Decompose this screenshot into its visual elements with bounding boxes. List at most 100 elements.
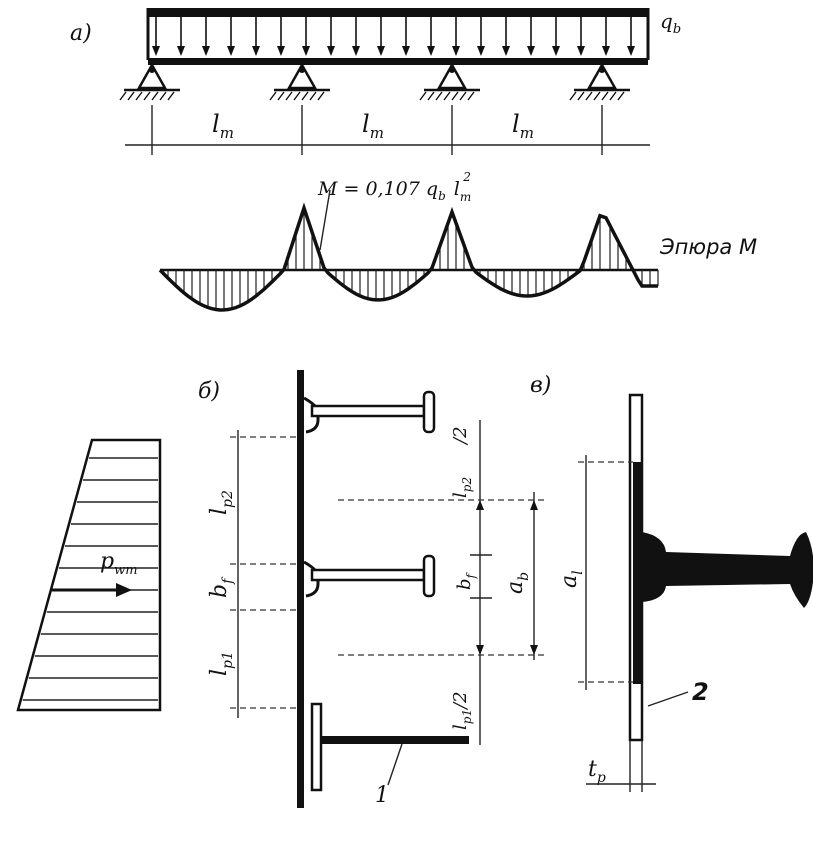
support-triangle: [286, 62, 318, 90]
load-arrow-head: [577, 46, 585, 56]
wind-load-trapezoid: [16, 438, 162, 712]
load-arrow-head: [452, 46, 460, 56]
span-label-2: lm: [362, 110, 384, 142]
span-dimensions: lm lm lm: [125, 105, 650, 155]
support-hatch: [601, 91, 609, 101]
panel-b: б) pwm: [16, 370, 545, 808]
wind-arrow-head: [116, 583, 132, 597]
load-label: qb: [660, 9, 681, 37]
support-hatch: [617, 91, 625, 101]
moment-leader: [319, 189, 331, 251]
support-pin: [299, 67, 305, 73]
support-hatch: [135, 91, 143, 101]
support-hatch: [427, 91, 435, 101]
load-arrow-head: [177, 46, 185, 56]
support-triangle: [136, 62, 168, 90]
support-hatch: [119, 91, 127, 101]
distributed-load: [146, 8, 650, 60]
support-hatch: [317, 91, 325, 101]
support-hatch: [285, 91, 293, 101]
support-hatch: [301, 91, 309, 101]
load-top-bar: [148, 8, 648, 17]
epure-title: Эпюра M: [659, 235, 757, 259]
dim-tp: tp: [588, 757, 606, 786]
support-hatch: [459, 91, 467, 101]
dim-ab: ab: [503, 572, 532, 594]
support-hatch: [127, 91, 135, 101]
support-hatch: [143, 91, 151, 101]
moment-curve: [158, 202, 658, 312]
support-hatch: [467, 91, 475, 101]
callout-2-leader: [647, 691, 689, 707]
panel-c: в) al 2 tp: [530, 373, 813, 792]
panel-b-tag: б): [198, 379, 220, 404]
support-hatch: [569, 91, 577, 101]
wind-hatching: [22, 457, 158, 701]
dim-bf-small: bf: [454, 571, 478, 590]
support-triangle: [586, 62, 618, 90]
callout-1: 1: [375, 783, 389, 808]
support-hatch: [609, 91, 617, 101]
load-arrow-head: [277, 46, 285, 56]
skin-plate: [297, 370, 304, 808]
support-hatch: [451, 91, 459, 101]
callout-2: 2: [692, 678, 709, 706]
support-pin: [149, 67, 155, 73]
support-hatch: [269, 91, 277, 101]
load-arrow-head: [427, 46, 435, 56]
support-hatch: [309, 91, 317, 101]
support-hatch: [443, 91, 451, 101]
load-arrow-head: [402, 46, 410, 56]
dim-bf: bf: [207, 576, 236, 598]
dim-lp2-small: lp2: [450, 477, 474, 498]
load-arrow-head: [527, 46, 535, 56]
dim-lp2: lp2: [207, 490, 236, 515]
support-hatch: [585, 91, 593, 101]
moment-diagram: [158, 189, 659, 312]
wind-label: pwm: [100, 549, 138, 578]
load-arrow-head: [252, 46, 260, 56]
load-arrows: [152, 17, 635, 56]
rib-middle: [303, 554, 436, 598]
support-triangle: [436, 62, 468, 90]
span-label-3: lm: [512, 110, 534, 142]
plate-thickened-zone: [633, 462, 643, 684]
rib-bottom-angle: [310, 702, 469, 792]
support-hatch: [277, 91, 285, 101]
load-arrow-head: [552, 46, 560, 56]
dim-half-top: /2: [450, 426, 471, 446]
rib-top: [303, 390, 436, 434]
support-hatch: [435, 91, 443, 101]
panel-c-tag: в): [530, 373, 551, 398]
span-label-1: lm: [212, 110, 234, 142]
support-hatch: [293, 91, 301, 101]
load-arrow-head: [502, 46, 510, 56]
support-hatch: [419, 91, 427, 101]
wind-trapezoid-outline: [16, 438, 162, 712]
panel-a: а) qb lm lm lm: [70, 8, 757, 312]
load-arrow-head: [327, 46, 335, 56]
dim-lp1: lp1: [207, 651, 236, 676]
support-hatch: [167, 91, 175, 101]
beam: [148, 58, 648, 65]
support-hatch: [577, 91, 585, 101]
load-arrow-head: [627, 46, 635, 56]
support-hatch: [151, 91, 159, 101]
load-arrow-head: [202, 46, 210, 56]
right-dimension-chain: [338, 420, 545, 745]
dim-a: al: [557, 570, 586, 588]
load-arrow-head: [477, 46, 485, 56]
load-arrow-head: [227, 46, 235, 56]
load-arrow-head: [377, 46, 385, 56]
load-arrow-head: [352, 46, 360, 56]
panel-a-tag: а): [70, 21, 92, 46]
load-arrow-head: [602, 46, 610, 56]
support-pin: [599, 67, 605, 73]
support-hatch: [593, 91, 601, 101]
support-hatch: [159, 91, 167, 101]
dim-lp1-half: lp1/2: [450, 691, 474, 730]
load-arrow-head: [152, 46, 160, 56]
supports: [119, 62, 630, 101]
load-arrow-head: [302, 46, 310, 56]
